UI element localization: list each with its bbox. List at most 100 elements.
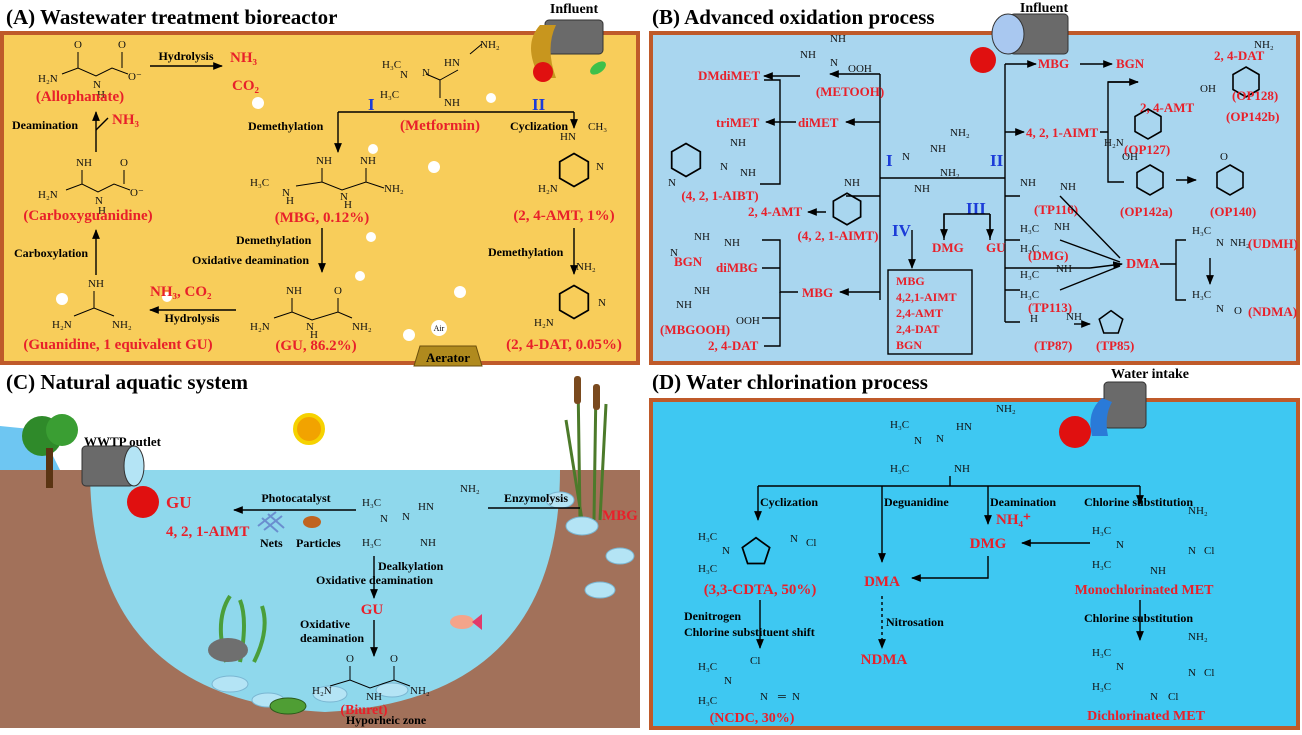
svg-text:N: N xyxy=(1150,691,1158,703)
svg-text:H₃C: H₃C xyxy=(698,661,717,673)
svg-text:NH₂: NH₂ xyxy=(1188,505,1208,517)
svg-text:H₃C: H₃C xyxy=(698,531,717,543)
demethylation-label-a2: Demethylation xyxy=(236,233,312,247)
route-iv-products-box xyxy=(887,269,973,355)
tp113-label: (TP113) xyxy=(1028,300,1072,315)
svg-text:N: N xyxy=(1216,237,1224,249)
svg-text:Cl: Cl xyxy=(806,537,816,549)
svg-text:N: N xyxy=(402,511,410,523)
dmg-label-b: DMG xyxy=(932,240,964,255)
svg-text:NH: NH xyxy=(914,183,930,195)
svg-text:H₃C: H₃C xyxy=(1092,525,1111,537)
svg-text:NH: NH xyxy=(930,143,946,155)
route-iv-item-0: MBG xyxy=(896,274,925,288)
bgn-label-b2: BGN xyxy=(1116,56,1145,71)
route-iv-item-1: 4,2,1-AIMT xyxy=(896,290,957,304)
svg-text:H₂N: H₂N xyxy=(38,189,58,201)
svg-text:NH₂: NH₂ xyxy=(352,321,372,333)
svg-text:H₂N: H₂N xyxy=(250,321,270,333)
influent-pipe-b-icon xyxy=(970,13,1069,73)
svg-text:═: ═ xyxy=(777,691,786,703)
route-i-b: I xyxy=(886,151,893,170)
reeds-icon xyxy=(564,376,608,521)
svg-text:NH: NH xyxy=(444,97,460,109)
svg-text:NH: NH xyxy=(1056,263,1072,275)
dmg-label-d: DMG xyxy=(970,536,1007,552)
svg-text:H₃C: H₃C xyxy=(1092,559,1111,571)
gu-label-a: (GU, 86.2%) xyxy=(275,338,356,354)
route-iv-item-4: BGN xyxy=(896,338,922,352)
aimt-structure-b: NH xyxy=(832,177,862,226)
svg-text:NH₂: NH₂ xyxy=(410,685,430,697)
svg-text:H₂N: H₂N xyxy=(38,73,58,85)
svg-text:NH: NH xyxy=(730,137,746,149)
svg-text:O: O xyxy=(334,285,342,297)
svg-text:NH: NH xyxy=(1060,181,1076,193)
svg-text:H: H xyxy=(344,199,352,211)
panel-c-title: (C) Natural aquatic system xyxy=(6,370,249,394)
mbg-label-b: MBG xyxy=(802,285,833,300)
svg-text:Cl: Cl xyxy=(1168,691,1178,703)
svg-text:NH: NH xyxy=(694,231,710,243)
deamination-label-a: Deamination xyxy=(12,118,78,132)
particles-icon xyxy=(303,516,321,528)
deamination-label-d: Deamination xyxy=(990,495,1056,509)
dmg-label-b2: (DMG) xyxy=(1028,248,1068,263)
svg-text:O⁻: O⁻ xyxy=(130,187,144,199)
svg-text:H₂N: H₂N xyxy=(538,183,558,195)
svg-text:H₃C: H₃C xyxy=(1020,289,1039,301)
svg-text:NH₂: NH₂ xyxy=(460,483,480,495)
air-bubbles xyxy=(56,93,496,341)
svg-text:O: O xyxy=(1220,151,1228,163)
svg-text:O: O xyxy=(118,39,126,51)
svg-text:OOH: OOH xyxy=(736,315,760,327)
gravel-icon xyxy=(211,491,635,708)
panel-d: (D) Water chlorination process Water int… xyxy=(649,367,1300,730)
mbg-label-b2: MBG xyxy=(1038,56,1069,71)
svg-text:NH₂: NH₂ xyxy=(1254,39,1274,51)
svg-text:N: N xyxy=(790,533,798,545)
nh3-product-a2: NH₃ xyxy=(112,112,140,128)
svg-text:N: N xyxy=(306,321,314,333)
svg-text:N: N xyxy=(93,79,101,91)
hydrolysis-label-a1: Hydrolysis xyxy=(158,49,213,63)
hydrolysis-label-a2: Hydrolysis xyxy=(164,311,219,325)
water-intake-label: Water intake xyxy=(1111,367,1189,382)
svg-text:N: N xyxy=(722,545,730,557)
svg-text:OOH: OOH xyxy=(848,63,872,75)
ndma-label-b: (NDMA) xyxy=(1248,304,1297,319)
enzymolysis-label: Enzymolysis xyxy=(504,491,568,505)
svg-text:N: N xyxy=(95,195,103,207)
svg-text:N: N xyxy=(724,675,732,687)
dma-label-d: DMA xyxy=(864,574,900,590)
chlorine-substitution-label-2: Chlorine substitution xyxy=(1084,611,1193,625)
influent-label-a: Influent xyxy=(550,2,599,17)
svg-text:N: N xyxy=(598,297,606,309)
svg-text:O: O xyxy=(1234,305,1242,317)
svg-text:H₃C: H₃C xyxy=(698,563,717,575)
svg-text:N: N xyxy=(1116,661,1124,673)
svg-text:H₃C: H₃C xyxy=(1092,681,1111,693)
dimbg-label: diMBG xyxy=(716,260,758,275)
nitrosation-label: Nitrosation xyxy=(886,615,944,629)
aibt-label: (4, 2, 1-AIBT) xyxy=(681,188,758,203)
hyporheic-zone-label: Hyporheic zone xyxy=(346,713,427,727)
ndma-label-d: NDMA xyxy=(861,652,908,668)
svg-text:N: N xyxy=(670,247,678,259)
svg-text:NH: NH xyxy=(724,237,740,249)
photocatalyst-label: Photocatalyst xyxy=(261,491,330,505)
svg-text:NH: NH xyxy=(1054,221,1070,233)
svg-text:H: H xyxy=(310,329,318,341)
svg-text:NH: NH xyxy=(676,299,692,311)
svg-text:NH: NH xyxy=(1066,311,1082,323)
oxidative-label-c2: Oxidative xyxy=(300,617,351,631)
bgn-label: BGN xyxy=(674,254,703,269)
